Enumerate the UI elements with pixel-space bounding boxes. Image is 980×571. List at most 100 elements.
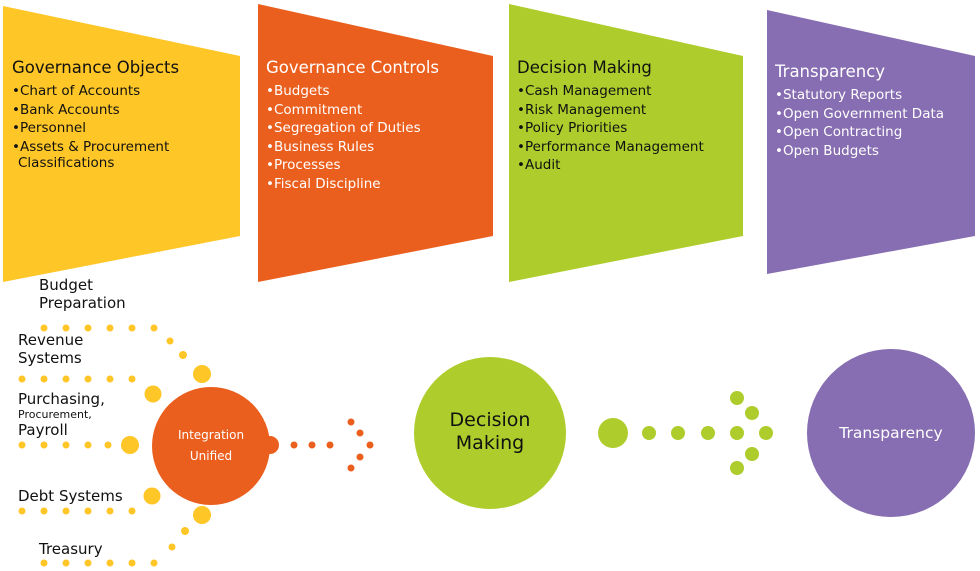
connector-dot — [759, 426, 773, 440]
connector-dot — [18, 441, 26, 449]
list-item: •Business Rules — [266, 138, 375, 155]
connector-dot — [143, 487, 161, 505]
connector-dot — [84, 559, 92, 567]
list-item: •Audit — [517, 157, 561, 173]
transparency-label-text: Transparency — [839, 424, 943, 442]
panel-title: Governance Objects — [12, 58, 180, 77]
panel-transparency-shape — [767, 10, 975, 274]
connector-dot — [106, 559, 114, 567]
connector-dot — [40, 324, 48, 332]
source-purchasing: Purchasing, Procurement, Payroll — [18, 390, 105, 439]
connector-dot — [40, 375, 48, 383]
connector-dot — [326, 441, 334, 449]
panel-decision-making: Decision Making •Cash Management •Risk M… — [517, 58, 704, 175]
panel-list: •Statutory Reports •Open Government Data… — [775, 86, 944, 160]
connector-dot — [40, 559, 48, 567]
panel-list: •Budgets •Commitment •Segregation of Dut… — [266, 82, 439, 193]
panel-title: Decision Making — [517, 58, 652, 77]
connector-dot — [128, 375, 136, 383]
connector-dot — [642, 426, 656, 440]
connector-dot — [701, 426, 715, 440]
connector-dot — [671, 426, 685, 440]
list-item: •Statutory Reports — [775, 87, 903, 103]
source-label-line: Payroll — [18, 421, 68, 439]
panel-title: Governance Controls — [266, 58, 440, 77]
decision-label-line: Decision — [449, 409, 531, 431]
list-item: •Commitment — [266, 101, 363, 118]
connector-dot — [261, 436, 279, 454]
hub-to-decision-dots — [261, 418, 374, 472]
panel-list: •Cash Management •Risk Management •Polic… — [517, 82, 704, 175]
connector-dot — [40, 441, 48, 449]
panel-decision-making-shape — [509, 4, 743, 282]
list-item: •Performance Management — [517, 138, 704, 155]
list-item: •Policy Priorities — [517, 120, 628, 136]
decision-making-circle — [414, 357, 566, 509]
connector-dot — [168, 543, 176, 551]
connector-dot — [106, 375, 114, 383]
list-item: •Assets & Procurement Classifications — [12, 138, 170, 171]
connector-dot — [730, 391, 744, 405]
list-item: •Risk Management — [517, 101, 647, 118]
connector-dot — [308, 441, 316, 449]
integration-circle — [152, 387, 270, 505]
connector-dot — [366, 441, 374, 449]
source-budget-preparation: Budget Preparation — [39, 276, 126, 312]
transparency-circle — [807, 349, 975, 517]
panel-title: Transparency — [775, 62, 886, 81]
connector-dot — [745, 406, 759, 420]
connector-dot — [18, 375, 26, 383]
source-label-line: Systems — [18, 349, 82, 367]
connector-dot — [181, 527, 189, 535]
panel-governance-controls: Governance Controls •Budgets •Commitment… — [266, 58, 439, 193]
connector-dot — [104, 441, 112, 449]
panel-list: •Chart of Accounts •Bank Accounts •Perso… — [12, 82, 193, 171]
connector-dot — [166, 337, 174, 345]
connector-dot — [598, 418, 628, 448]
connector-dot — [84, 324, 92, 332]
connector-dot — [179, 351, 187, 359]
source-label-line: Debt Systems — [18, 487, 123, 505]
connector-dot — [290, 441, 298, 449]
connector-dot — [121, 436, 139, 454]
source-dots — [18, 324, 211, 567]
connector-dot — [730, 426, 744, 440]
integration-label-line: Unified — [189, 449, 233, 463]
connector-dot — [106, 507, 114, 515]
connector-dot — [356, 453, 364, 461]
source-revenue-systems: Revenue Systems — [18, 331, 83, 367]
list-item: •Segregation of Duties — [266, 120, 421, 136]
connector-dot — [144, 385, 162, 403]
panel-transparency: Transparency •Statutory Reports •Open Go… — [775, 62, 944, 160]
connector-dot — [128, 507, 136, 515]
source-label-line: Revenue — [18, 331, 84, 349]
source-label-line: Treasury — [39, 540, 103, 558]
list-item: •Open Contracting — [775, 124, 903, 140]
list-item: •Processes — [266, 157, 341, 173]
list-item: •Personnel — [12, 120, 86, 136]
transparency-label: Transparency — [807, 423, 975, 443]
list-item: •Fiscal Discipline — [266, 175, 381, 192]
decision-to-transparency-dots — [598, 391, 773, 475]
panel-governance-objects-shape — [3, 6, 240, 282]
connector-dot — [84, 507, 92, 515]
list-item: •Open Government Data — [775, 105, 945, 122]
source-treasury: Treasury — [39, 540, 103, 558]
connector-dot — [730, 461, 744, 475]
connector-dot — [84, 375, 92, 383]
connector-dot — [128, 559, 136, 567]
list-item: •Cash Management — [517, 83, 652, 99]
source-label-line: Purchasing, — [18, 390, 105, 408]
connector-dot — [62, 375, 70, 383]
list-item: •Chart of Accounts — [12, 83, 141, 99]
connector-dot — [40, 507, 48, 515]
connector-dot — [62, 559, 70, 567]
connector-dot — [62, 507, 70, 515]
connector-dot — [356, 429, 364, 437]
list-item: •Bank Accounts — [12, 101, 120, 118]
connector-dot — [745, 447, 759, 461]
integration-label: Integration Unified — [152, 425, 270, 467]
list-item: •Budgets — [266, 83, 330, 99]
integration-label-line: Integration — [177, 428, 245, 442]
